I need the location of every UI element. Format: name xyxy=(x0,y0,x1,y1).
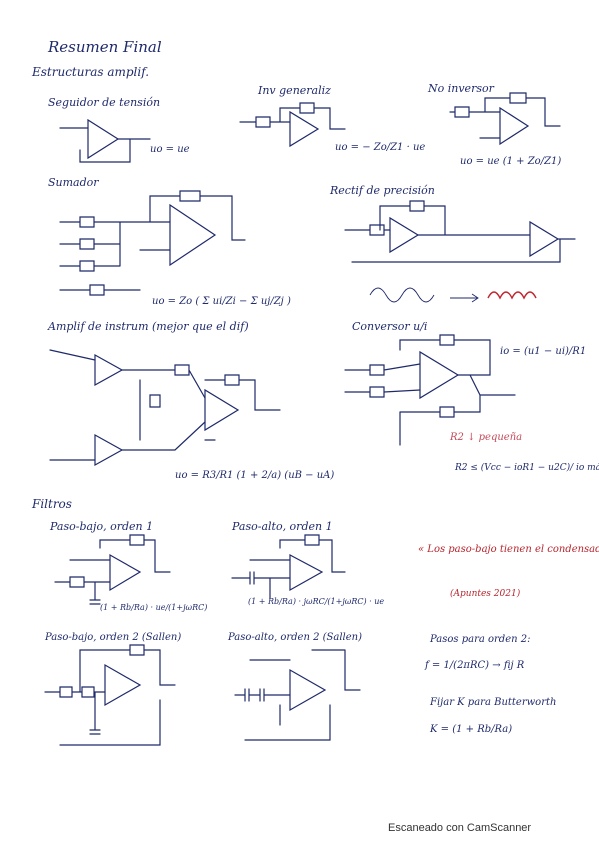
converter-note: R2 ↓ pequeña xyxy=(449,432,522,443)
highpass1-label: Paso-alto, orden 1 xyxy=(231,520,333,533)
follower-label: Seguidor de tensión xyxy=(48,96,160,109)
converter-formula: io = (u1 − ui)/R1 xyxy=(500,346,586,357)
steps-step3: K = (1 + Rb/Ra) xyxy=(429,724,512,735)
summing-circuit xyxy=(59,190,246,296)
red-note-signature: (Apuntes 2021) xyxy=(450,588,521,599)
inverting-circuit xyxy=(239,102,346,148)
lowpass1-circuit xyxy=(54,534,171,605)
highpass1-formula: (1 + Rb/Ra) · jωRC/(1+jωRC) · ue xyxy=(248,597,384,606)
steps-step1: f = 1/(2πRC) → fij R xyxy=(424,660,525,671)
lowpass1-formula: (1 + Rb/Ra) · ue/(1+jωRC) xyxy=(100,603,207,612)
steps-step2: Fijar K para Butterworth xyxy=(429,697,556,708)
section-filters: Filtros xyxy=(31,497,72,511)
highpass2-circuit xyxy=(234,649,361,741)
instrumentation-label: Amplif de instrum (mejor que el dif) xyxy=(47,320,249,333)
instrumentation-circuit xyxy=(49,349,281,467)
scan-caption: Escaneado con CamScanner xyxy=(388,822,532,834)
highpass1-circuit xyxy=(231,534,346,599)
follower-formula: uo = ue xyxy=(150,144,190,155)
summing-formula: uo = Zo ( Σ ui/Zi − Σ uj/Zj ) xyxy=(152,296,291,307)
highpass2-label: Paso-alto, orden 2 (Sallen) xyxy=(227,632,362,643)
rectifier-label: Rectif de precisión xyxy=(329,184,435,197)
follower-circuit xyxy=(59,118,151,163)
inverting-formula: uo = − Zo/Z1 · ue xyxy=(335,142,425,153)
converter-formula2: R2 ≤ (Vcc − ioR1 − u2C)/ io máx xyxy=(454,462,599,473)
noninverting-label: No inversor xyxy=(427,82,495,95)
steps-label: Pasos para orden 2: xyxy=(429,634,530,645)
inverting-label: Inv generaliz xyxy=(257,84,331,97)
lowpass2-label: Paso-bajo, orden 2 (Sallen) xyxy=(44,632,181,643)
lowpass2-circuit xyxy=(44,644,176,746)
section-amplifiers: Estructuras amplif. xyxy=(31,65,149,79)
converter-label: Conversor u/i xyxy=(352,320,427,333)
red-note: « Los paso-bajo tienen el condensador ab… xyxy=(418,544,599,555)
page-title: Resumen Final xyxy=(47,38,162,56)
rectifier-circuit xyxy=(344,200,576,303)
noninverting-formula: uo = ue (1 + Zo/Z1) xyxy=(460,156,561,167)
noninverting-circuit xyxy=(449,92,561,146)
instrumentation-formula: uo = R3/R1 (1 + 2/a) (uB − uA) xyxy=(175,470,334,481)
lowpass1-label: Paso-bajo, orden 1 xyxy=(49,520,153,533)
converter-circuit xyxy=(344,334,516,446)
summing-label: Sumador xyxy=(48,176,99,189)
